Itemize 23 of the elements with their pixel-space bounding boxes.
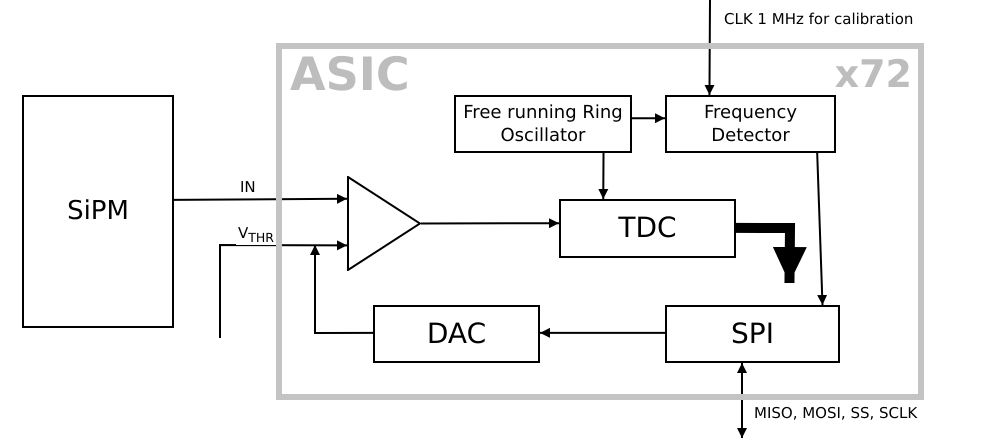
process-box: Frequency Detector: [665, 95, 836, 153]
edge-label: V$_{THR}$: [236, 224, 276, 245]
arrow: [598, 153, 608, 199]
amplifier-triangle: [347, 176, 421, 271]
arrow: [540, 328, 665, 338]
group-title: ASIC: [290, 51, 410, 97]
process-box: SiPM: [22, 95, 174, 328]
arrow: [816, 152, 828, 306]
arrow: [704, 0, 715, 95]
arrow: [174, 194, 347, 204]
process-box: TDC: [559, 199, 736, 258]
process-box: SPI: [665, 305, 840, 363]
edge-label: MISO, MOSI, SS, SCLK: [752, 404, 920, 422]
arrow: [219, 240, 347, 338]
arrow: [736, 222, 807, 284]
arrow: [737, 363, 747, 438]
multiplier-label: x72: [834, 55, 912, 93]
process-box: DAC: [373, 305, 540, 363]
arrow: [310, 245, 373, 334]
arrow: [632, 113, 665, 124]
arrow: [421, 218, 559, 228]
process-box: Free running Ring Oscillator: [454, 95, 632, 153]
group-frame: [276, 43, 924, 400]
